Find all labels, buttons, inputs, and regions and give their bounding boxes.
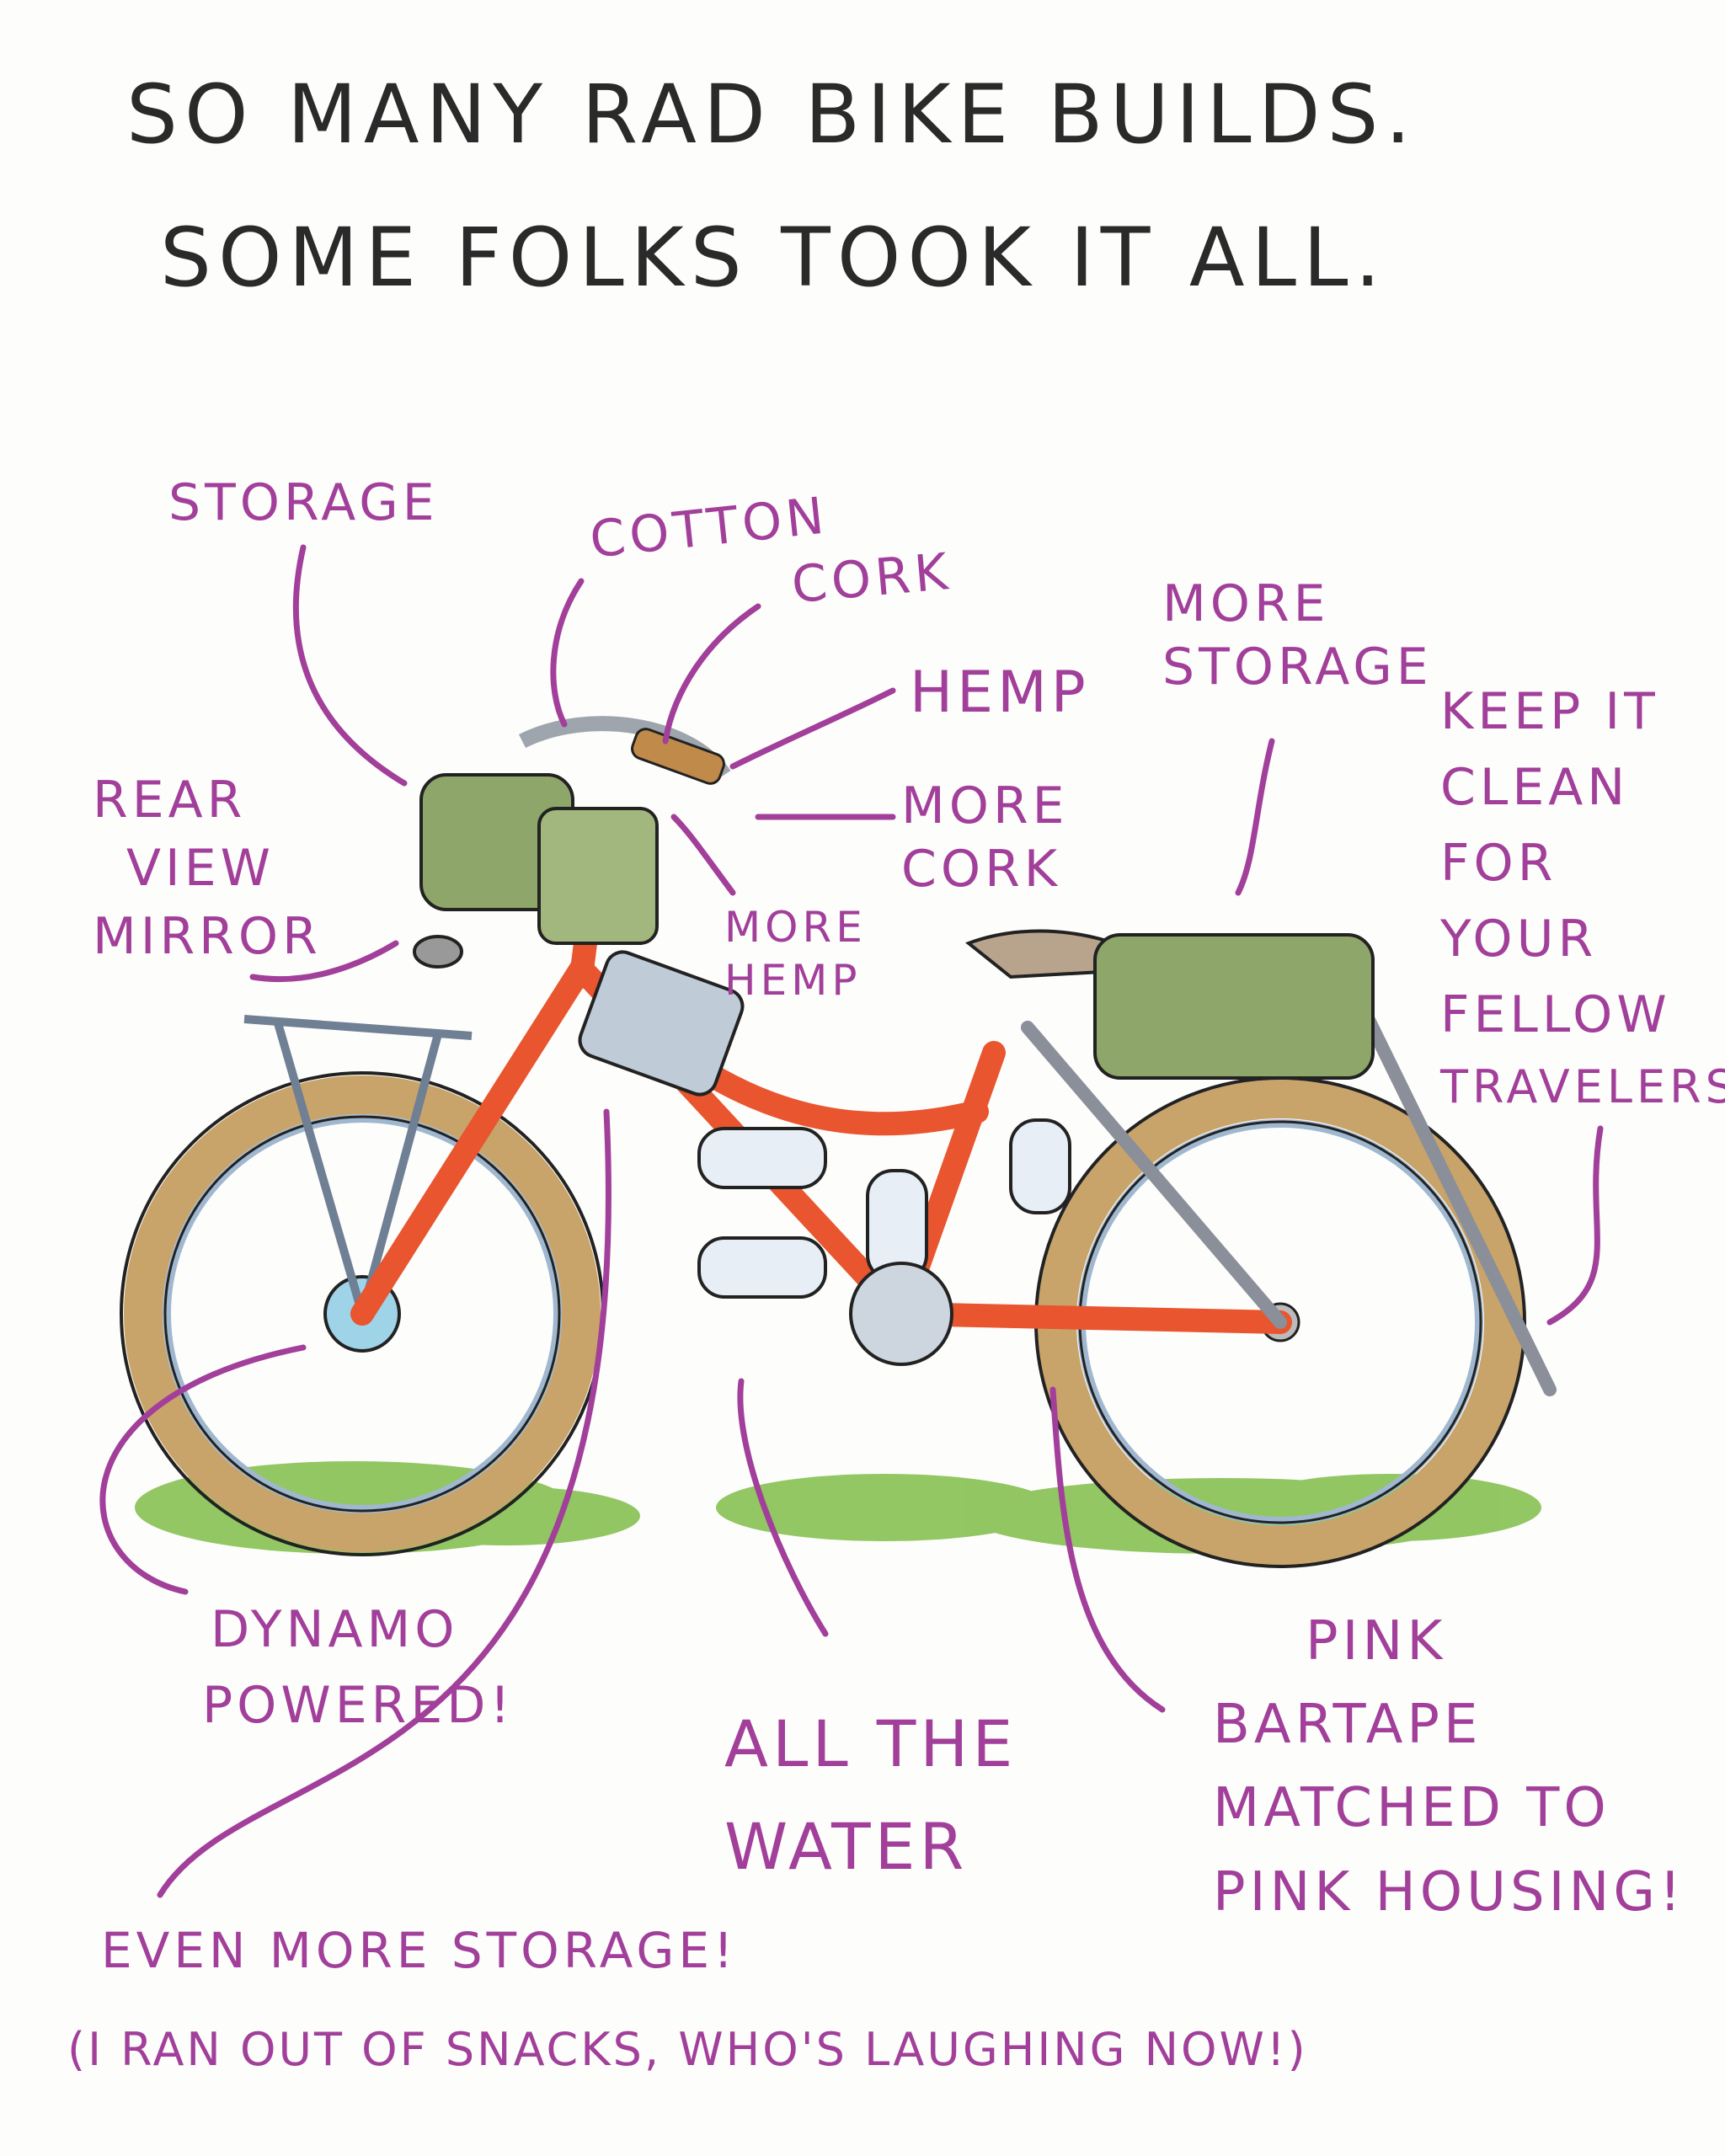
annotation-keep-clean-line1: KEEP IT [1440,682,1659,741]
mirror [413,935,463,969]
annotation-snacks: (I RAN OUT OF SNACKS, WHO'S LAUGHING NOW… [67,2023,1308,2076]
title-line-1: So many rad bike builds. [126,67,1418,162]
annotation-pink-bartape-line4: PINK HOUSING! [1213,1860,1685,1924]
annotation-storage: STORAGE [168,473,439,532]
annotation-rear-view-line1: REAR [93,771,247,830]
annotation-more-hemp-line2: HEMP [724,955,862,1005]
annotation-dynamo-line1: DYNAMO [211,1600,459,1659]
annotation-dynamo: DYNAMO POWERED! [202,1592,515,1743]
annotation-rear-view-mirror: REAR VIEW MIRROR [93,766,322,971]
handlebar [518,716,731,785]
annotation-all-the-water-line2: WATER [724,1808,969,1884]
annotation-pink-bartape-line2: BARTAPE [1213,1694,1482,1757]
water-bottles [697,1118,1071,1299]
annotation-more-storage-line1: MORE [1162,574,1330,633]
rack-bag [1093,933,1375,1080]
annotation-pink-bartape-line1: PINK [1306,1610,1447,1673]
annotation-keep-clean-line3: FOR [1440,834,1557,893]
annotation-rear-view-line3: MIRROR [93,907,322,966]
annotation-arrows [99,544,1604,1898]
annotation-more-cork: MORE CORK [901,775,1069,901]
annotation-keep-clean: KEEP IT CLEAN FOR YOUR FELLOW TRAVELERS [1440,674,1725,1121]
annotation-rear-view-line2: VIEW [126,839,275,898]
annotation-more-storage: MORE STORAGE [1162,573,1433,699]
annotation-more-hemp: MORE HEMP [724,901,867,1006]
annotation-even-more-storage: EVEN MORE STORAGE! [101,1922,738,1979]
annotation-hemp: HEMP [910,659,1090,726]
annotation-keep-clean-line5: FELLOW [1440,985,1671,1044]
rear-rack [243,1015,473,1315]
title-line-2: Some folks took it all. [160,211,1388,305]
annotation-more-storage-line2: STORAGE [1162,638,1433,696]
handlebar-bag [419,773,659,945]
annotation-all-the-water: ALL THE WATER [724,1693,1017,1897]
annotation-pink-bartape: PINK BARTAPE MATCHED TO PINK HOUSING! [1213,1600,1685,1935]
annotation-pink-bartape-line3: MATCHED TO [1213,1777,1610,1840]
annotation-keep-clean-line6: TRAVELERS [1440,1060,1725,1113]
annotation-keep-clean-line2: CLEAN [1440,758,1630,817]
annotation-more-cork-line1: MORE [901,776,1069,835]
annotation-keep-clean-line4: YOUR [1440,910,1598,969]
annotation-all-the-water-line1: ALL THE [724,1706,1017,1781]
annotation-dynamo-line2: POWERED! [202,1676,515,1735]
frame-bag [578,950,745,1097]
annotation-more-hemp-line1: MORE [724,903,867,952]
front-fork [1021,970,1557,1396]
crankset [849,1262,953,1366]
annotation-more-cork-line2: CORK [901,840,1062,899]
